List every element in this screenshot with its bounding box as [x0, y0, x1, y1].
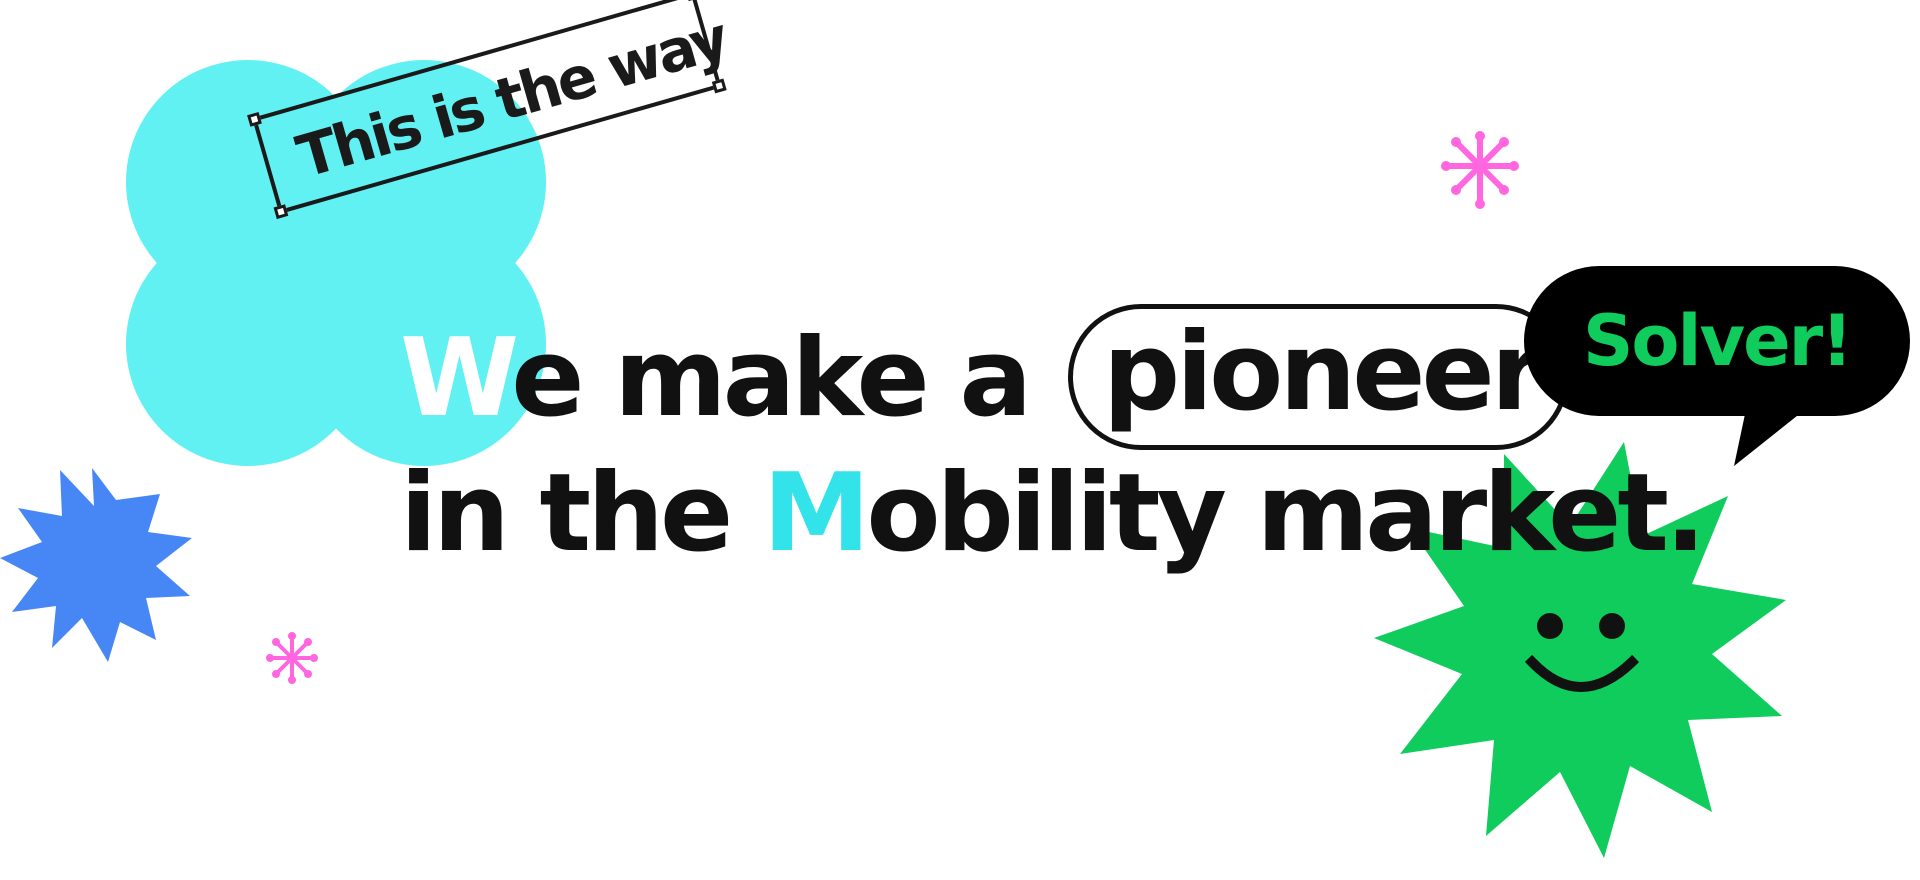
headline-line-2-suffix: obility market. [866, 451, 1706, 576]
headline-line-2: in the Mobility market. [400, 460, 1706, 568]
headline-line-1-text: e make a [511, 316, 1032, 441]
headline-w-letter: W [400, 316, 515, 441]
pink-asterisk-icon-small [266, 632, 318, 684]
pioneer-pill: pioneer [1067, 304, 1569, 450]
headline-m-letter: M [762, 451, 871, 576]
solver-label: Solver! [1582, 300, 1853, 382]
headline-line-1: We make a pioneer [400, 304, 1569, 456]
headline-line-2-prefix: in the [400, 451, 763, 576]
pink-asterisk-icon-large [1441, 131, 1519, 209]
pioneer-word: pioneer [1102, 310, 1544, 435]
solver-speech-bubble: Solver! [1524, 266, 1910, 416]
